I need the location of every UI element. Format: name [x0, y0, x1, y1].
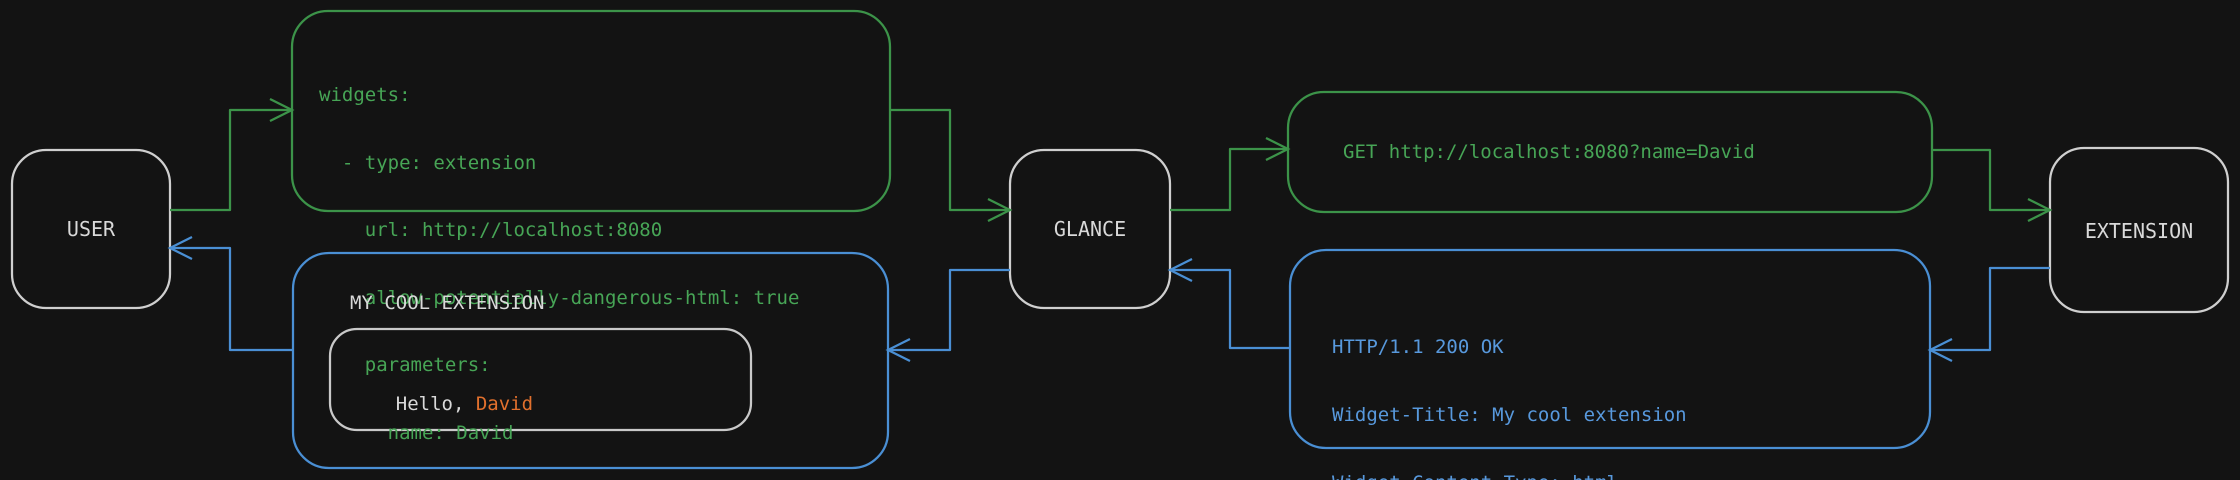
config-yaml-code: widgets: - type: extension url: http://l… — [319, 40, 799, 480]
config-yaml-line: widgets: — [319, 84, 411, 106]
greeting-name: David — [475, 393, 534, 415]
config-yaml-line: - type: extension — [319, 151, 537, 174]
arrowhead-into-request — [1265, 136, 1291, 162]
arrowhead-into-glance-green — [987, 197, 1013, 223]
arrowhead-into-response — [1927, 337, 1953, 363]
rendered-widget-box — [291, 251, 890, 470]
config-yaml-line: allow-potentially-dangerous-html: true — [319, 286, 800, 309]
http-response-line: Widget-Content-Type: html — [1332, 471, 1870, 480]
user-node-label: USER — [66, 217, 116, 241]
wire-widget-to-user — [170, 246, 293, 352]
http-response-code: HTTP/1.1 200 OK Widget-Title: My cool ex… — [1332, 291, 1870, 480]
glance-node-box — [1008, 148, 1172, 310]
http-request-text: GET http://localhost:8080?name=David — [1343, 141, 1755, 163]
arrowhead-into-glance-blue — [1167, 257, 1193, 283]
arrowhead-into-config — [269, 97, 295, 123]
extension-node-box — [2048, 146, 2230, 314]
glance-node-label: GLANCE — [1053, 217, 1127, 241]
arrowhead-into-extension — [2027, 197, 2053, 223]
widget-title: MY COOL EXTENSION — [350, 292, 545, 314]
config-yaml-line: url: http://localhost:8080 — [319, 219, 663, 241]
http-request-box — [1286, 90, 1934, 214]
http-response-line: HTTP/1.1 200 OK — [1332, 336, 1504, 358]
wire-extension-to-response — [1930, 266, 2050, 352]
wire-config-to-glance — [890, 108, 1010, 212]
wire-glance-to-widget — [888, 268, 1010, 352]
config-yaml-line: parameters: — [319, 354, 491, 376]
greeting-prefix: Hello, — [395, 393, 476, 415]
extension-node-label: EXTENSION — [2084, 219, 2194, 243]
widget-greeting: Hello, David — [350, 368, 533, 440]
widget-content-frame — [328, 327, 753, 432]
wire-glance-to-request — [1170, 147, 1288, 212]
wire-response-to-glance — [1170, 268, 1290, 350]
http-response-line: Widget-Title: My cool extension — [1332, 404, 1687, 426]
wire-request-to-extension — [1932, 148, 2050, 212]
wire-user-to-config — [170, 108, 292, 212]
user-node-box — [10, 148, 172, 310]
arrowhead-into-widget — [885, 337, 911, 363]
config-yaml-line: name: David — [319, 421, 514, 444]
arrowhead-into-user — [167, 235, 193, 261]
